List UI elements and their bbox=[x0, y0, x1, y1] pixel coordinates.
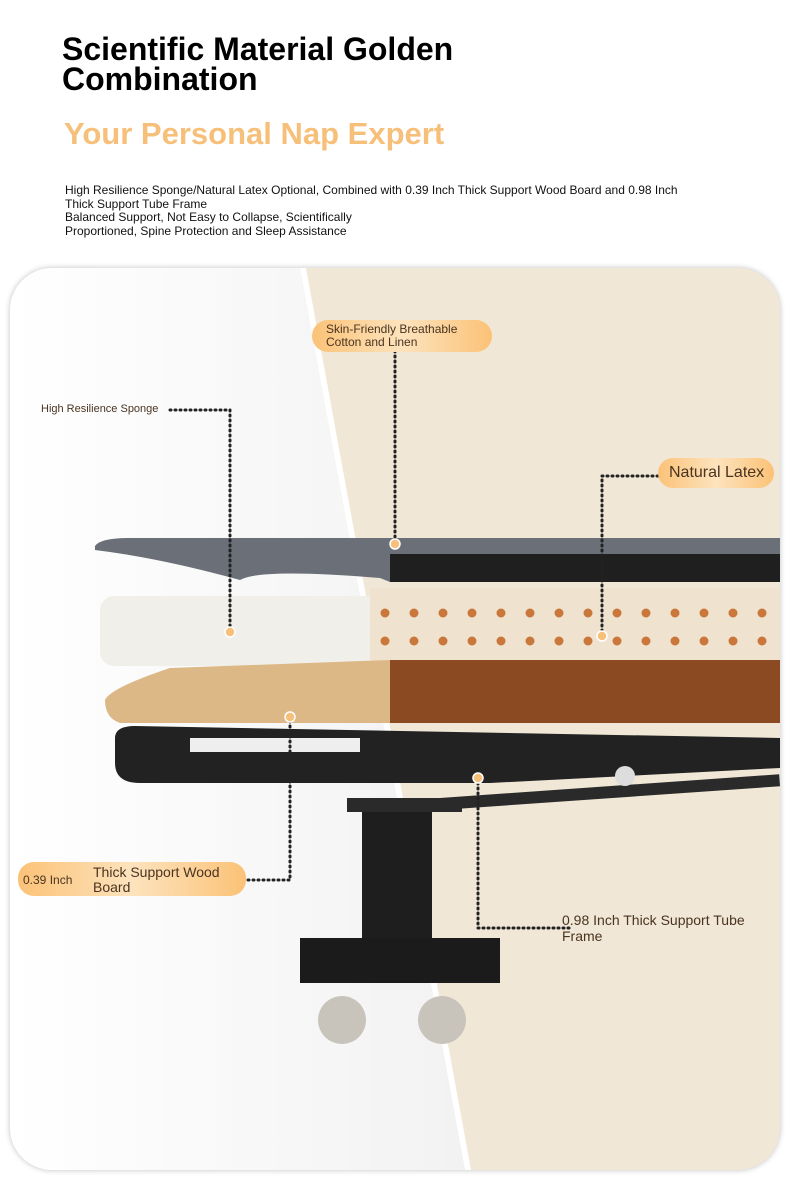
latex-hole bbox=[699, 636, 709, 646]
latex-hole bbox=[380, 608, 390, 618]
page-title: Scientific Material Golden Combination bbox=[62, 31, 454, 97]
callout-sponge: High Resilience Sponge bbox=[41, 403, 159, 415]
latex-hole bbox=[554, 636, 564, 646]
latex-hole bbox=[525, 608, 535, 618]
latex-hole bbox=[699, 608, 709, 618]
description-line: High Resilience Sponge/Natural Latex Opt… bbox=[65, 183, 678, 211]
callout-wood-board: 0.39 Inch Thick Support Wood Board bbox=[18, 862, 246, 896]
latex-hole bbox=[409, 636, 419, 646]
latex-hole bbox=[641, 608, 651, 618]
latex-hole bbox=[467, 608, 477, 618]
caster-wheel bbox=[418, 996, 466, 1044]
latex-layer bbox=[370, 588, 780, 662]
latex-hole bbox=[670, 608, 680, 618]
latex-hole bbox=[554, 608, 564, 618]
latex-hole bbox=[583, 636, 593, 646]
latex-hole bbox=[670, 636, 680, 646]
description: High Resilience Sponge/Natural Latex Opt… bbox=[65, 183, 705, 238]
latex-hole bbox=[728, 608, 738, 618]
board-label: Thick Support Wood Board bbox=[93, 864, 220, 895]
callout-cotton: Skin-Friendly Breathable Cotton and Line… bbox=[312, 320, 492, 352]
latex-hole bbox=[612, 636, 622, 646]
latex-hole bbox=[438, 636, 448, 646]
latex-hole bbox=[612, 608, 622, 618]
latex-hole bbox=[583, 608, 593, 618]
latex-hole bbox=[409, 608, 419, 618]
callout-latex: Natural Latex bbox=[658, 458, 775, 488]
board-thickness: 0.39 Inch bbox=[23, 873, 73, 887]
latex-hole bbox=[438, 608, 448, 618]
page-subtitle: Your Personal Nap Expert bbox=[64, 116, 445, 151]
latex-hole bbox=[757, 608, 767, 618]
caster-wheel bbox=[318, 996, 366, 1044]
description-line: Balanced Support, Not Easy to Collapse, … bbox=[65, 210, 352, 238]
product-layers-panel: High Resilience Sponge Skin-Friendly Bre… bbox=[10, 268, 780, 1170]
bed-layers-illustration bbox=[10, 268, 780, 1170]
latex-hole bbox=[380, 636, 390, 646]
latex-hole bbox=[496, 636, 506, 646]
callout-frame: 0.98 Inch Thick Support Tube Frame bbox=[562, 912, 745, 944]
latex-hole bbox=[728, 636, 738, 646]
latex-hole bbox=[757, 636, 767, 646]
latex-hole bbox=[467, 636, 477, 646]
latex-hole bbox=[525, 636, 535, 646]
tube-frame bbox=[115, 726, 780, 783]
latex-hole bbox=[641, 636, 651, 646]
sponge-layer bbox=[100, 596, 390, 666]
latex-hole bbox=[496, 608, 506, 618]
